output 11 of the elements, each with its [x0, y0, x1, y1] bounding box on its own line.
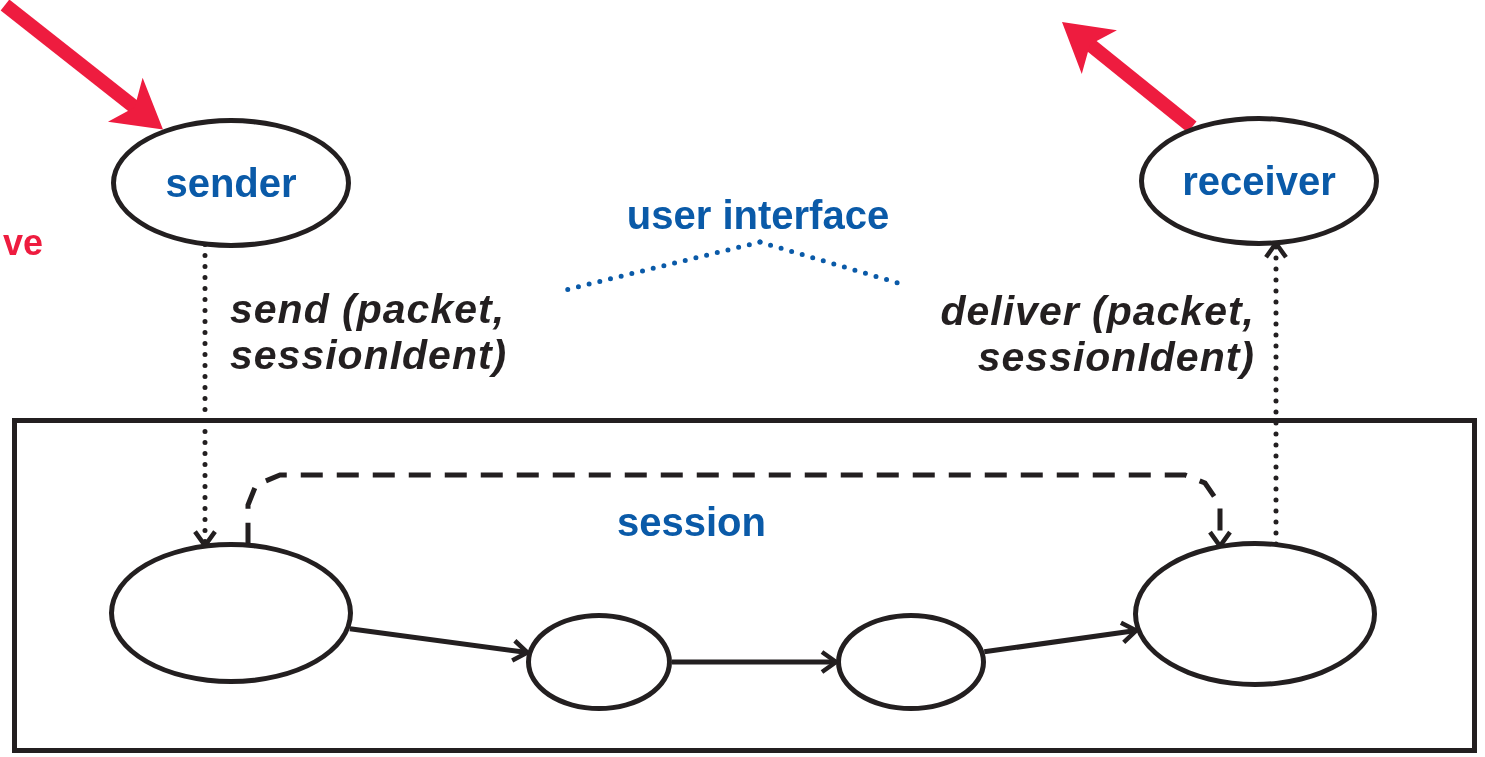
frame-title: session	[617, 500, 766, 545]
node-label: sender	[165, 160, 297, 206]
interface-label: user interface	[626, 192, 890, 238]
note-text: ve	[3, 222, 44, 264]
node-label: receiver	[1182, 158, 1336, 204]
thick-arrow	[0, 0, 163, 130]
function-call-label: deliver (packet, sessionIdent)	[939, 288, 1255, 380]
arrow	[349, 626, 530, 663]
function-call-label: send (packet, sessionIdent)	[230, 286, 509, 378]
session-frame	[12, 418, 1477, 753]
thick-arrow	[1062, 22, 1197, 133]
